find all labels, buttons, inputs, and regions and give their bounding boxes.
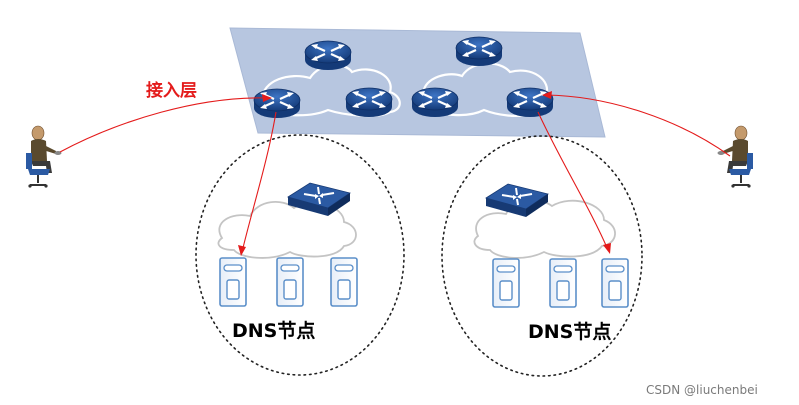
user-icon-left (25, 125, 63, 189)
dns-node-boundary-right (441, 135, 643, 377)
request-line-left-dns (241, 111, 277, 253)
server-icon (276, 257, 304, 307)
router-icon (344, 86, 394, 119)
router-icon (303, 39, 353, 72)
server-icon (601, 258, 629, 308)
request-line-right-dns (537, 111, 609, 251)
access-layer-label: 接入层 (146, 80, 197, 101)
server-icon (330, 257, 358, 307)
request-paths (59, 94, 731, 253)
arrowheads (238, 91, 611, 256)
server-icon (549, 258, 577, 308)
server-icon (492, 258, 520, 308)
arrowhead-right-access (542, 91, 552, 99)
user-icon-right (716, 125, 754, 189)
arrowhead-left-access (262, 94, 272, 102)
server-icon (219, 257, 247, 307)
request-line-left-user (59, 97, 269, 153)
router-icon (252, 87, 302, 120)
dns-node-label-right: DNS节点 (528, 321, 611, 343)
router-icon (454, 35, 504, 68)
request-line-right-user (545, 94, 731, 157)
dns-node-label-left: DNS节点 (232, 320, 315, 342)
router-icon (410, 86, 460, 119)
router-icon (505, 86, 555, 119)
arrowhead-right-dns (603, 243, 611, 254)
dns-cloud-left (217, 201, 357, 259)
arrowhead-left-dns (238, 245, 246, 256)
dns-node-boundary-left (195, 134, 405, 376)
watermark: CSDN @liuchenbei (646, 383, 758, 397)
access-layer-plane (229, 27, 606, 138)
